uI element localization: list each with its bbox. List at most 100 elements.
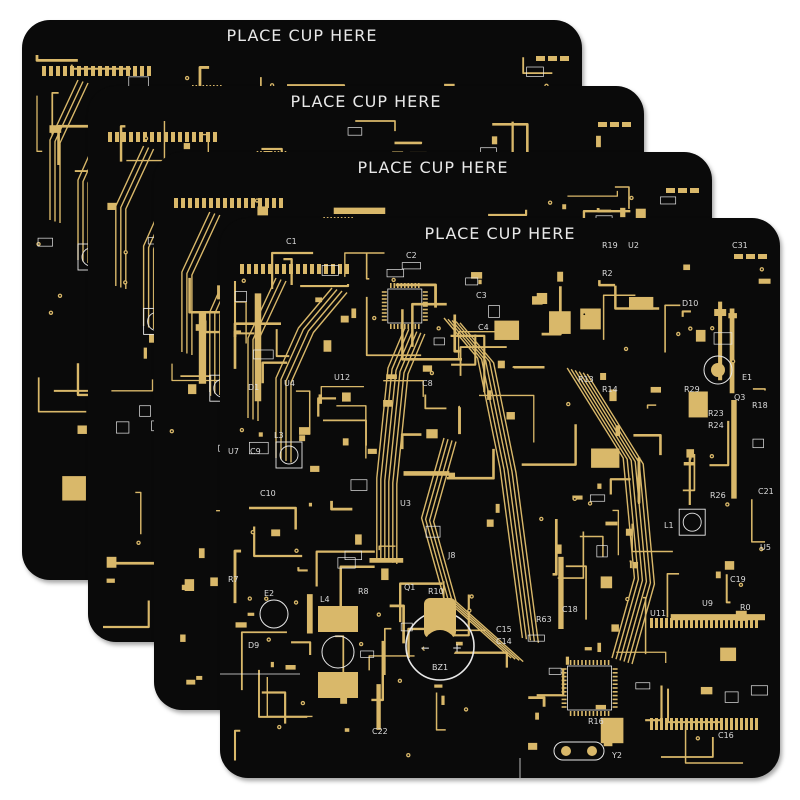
trace [574, 370, 644, 661]
trace [541, 286, 562, 336]
coaster-front: −+ PLACE CUP HERE C1 C2 R19 U2 C31 R2 C3… [220, 218, 780, 778]
connector-pin [695, 718, 698, 730]
trace [512, 365, 545, 369]
trace [682, 453, 696, 492]
pad [147, 66, 151, 76]
smd-pad [310, 465, 320, 472]
chip-pin [612, 698, 618, 701]
via-hole [630, 197, 633, 199]
designator-u4: U4 [284, 379, 295, 388]
chip-pin [592, 660, 595, 665]
trace [453, 314, 460, 353]
smd-pad [323, 340, 332, 352]
chip-pin [422, 305, 428, 307]
connector-pin [725, 618, 728, 628]
chip-pin [381, 301, 387, 304]
designator-c14: C14 [496, 637, 512, 646]
trace [252, 279, 282, 420]
trace [233, 322, 281, 369]
via-hole [186, 77, 189, 79]
smd-pad [180, 634, 186, 642]
trace [290, 292, 348, 463]
chip-pin [393, 283, 396, 288]
smd-pad [635, 208, 646, 219]
pad [345, 264, 349, 274]
pad [112, 66, 116, 76]
trace [191, 214, 221, 355]
connector-pin [660, 618, 663, 628]
trace [396, 333, 426, 564]
trace [275, 287, 333, 458]
trace [266, 677, 313, 718]
trace [411, 302, 447, 347]
smd-pad [426, 429, 438, 439]
chip-outline [387, 288, 423, 324]
smd-pad [106, 556, 117, 568]
silk-outline [526, 66, 544, 77]
smd-pad [235, 622, 247, 628]
e1-pad [711, 363, 725, 377]
smd-pad [386, 374, 397, 380]
chip-pin [581, 711, 583, 716]
pad [258, 198, 262, 208]
designator-c2: C2 [406, 251, 417, 260]
trace [297, 567, 308, 572]
via-hole [430, 372, 433, 374]
chip-pin [612, 694, 618, 697]
trace [271, 251, 314, 289]
chip-pin [381, 308, 387, 311]
trace [70, 64, 132, 70]
trace [257, 280, 287, 421]
trace [579, 535, 604, 557]
designator-d9: D9 [248, 641, 260, 650]
smd-pad [455, 641, 463, 646]
via-hole [242, 279, 245, 282]
silk-outline [253, 349, 274, 360]
e2-ring [259, 599, 289, 629]
via-hole [760, 268, 763, 271]
trace [631, 523, 673, 553]
connector-pin [665, 618, 668, 628]
smd-pad [495, 503, 500, 513]
connector-pin [750, 618, 753, 628]
pad [122, 132, 126, 142]
connector-pin [665, 718, 668, 730]
designator-u11: U11 [650, 609, 667, 618]
pad [150, 132, 154, 142]
smd-pad [683, 264, 691, 271]
smd-pad [434, 684, 443, 688]
trace [280, 289, 338, 460]
trace [317, 397, 337, 417]
chip-pin [612, 683, 618, 685]
trace [578, 371, 648, 662]
pad [622, 122, 631, 127]
pad [42, 66, 46, 76]
silk-outline [433, 337, 445, 346]
trace [253, 526, 303, 558]
connector-pin [680, 718, 683, 730]
smd-pad [714, 309, 727, 317]
silk-outline [139, 405, 151, 417]
designator-e1: E1 [742, 373, 753, 382]
chip-outline [567, 665, 613, 711]
smd-pad [758, 278, 771, 284]
trace [666, 572, 680, 618]
smd-pad [183, 143, 191, 150]
smd-pad [383, 400, 393, 407]
via-hole [240, 429, 243, 431]
trace [488, 209, 528, 217]
trace [376, 327, 406, 558]
pad [129, 132, 133, 142]
large-pad [580, 308, 601, 330]
via-hole [711, 327, 714, 330]
connector-pin [690, 618, 693, 628]
connector-pin [670, 618, 673, 628]
trace [135, 491, 142, 535]
smd-pad [355, 534, 362, 545]
connector-pin [720, 718, 723, 730]
designator-r18: R18 [752, 401, 768, 410]
smd-pad [486, 519, 494, 527]
buzzer-minus: − [420, 641, 430, 655]
chip-pin [381, 298, 387, 300]
place-cup-label: PLACE CUP HERE [290, 92, 442, 111]
